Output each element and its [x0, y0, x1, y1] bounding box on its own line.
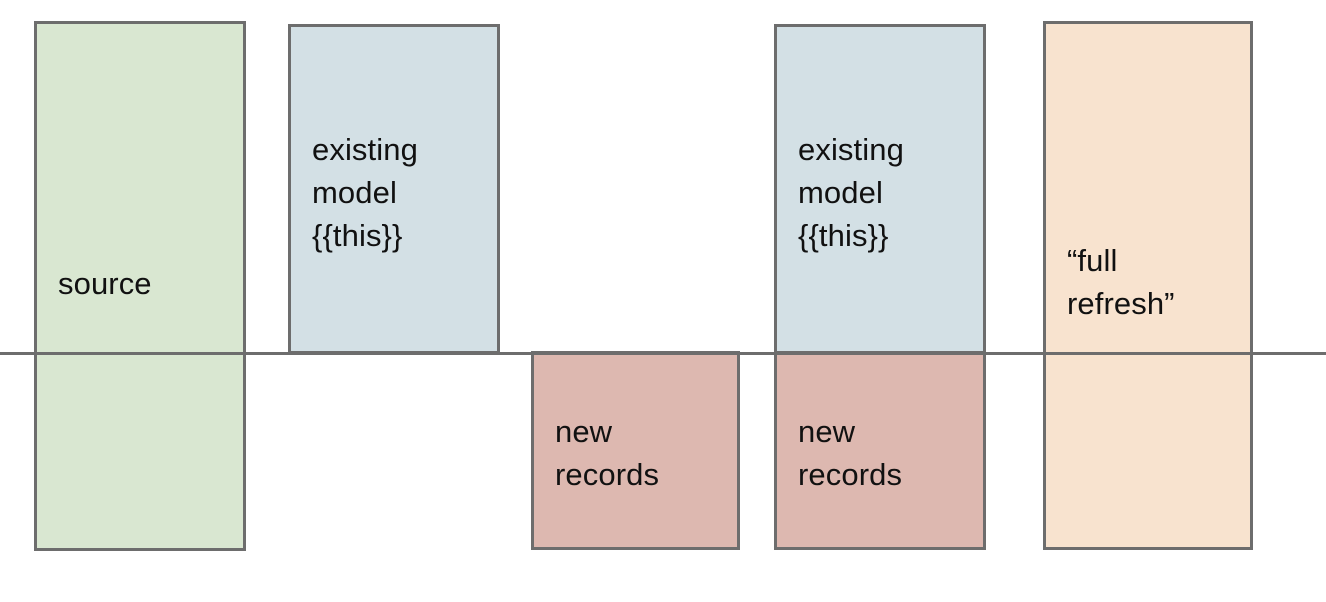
box-existing-model-1[interactable]: existing model {{this}}: [288, 24, 500, 354]
box-full-refresh-label: “full refresh”: [1067, 242, 1175, 321]
box-existing-model-2[interactable]: existing model {{this}}: [774, 24, 986, 354]
box-new-records-1-label: new records: [555, 413, 660, 492]
horizontal-divider-line: [0, 352, 1326, 355]
box-source-label: source: [58, 265, 152, 301]
box-existing-model-2-label: existing model {{this}}: [798, 131, 904, 253]
box-new-records-1[interactable]: new records: [531, 351, 740, 550]
box-new-records-2[interactable]: new records: [774, 351, 986, 550]
box-full-refresh[interactable]: “full refresh”: [1043, 21, 1253, 550]
box-existing-model-1-label: existing model {{this}}: [312, 131, 418, 253]
box-new-records-2-label: new records: [798, 413, 903, 492]
box-source[interactable]: source: [34, 21, 246, 551]
